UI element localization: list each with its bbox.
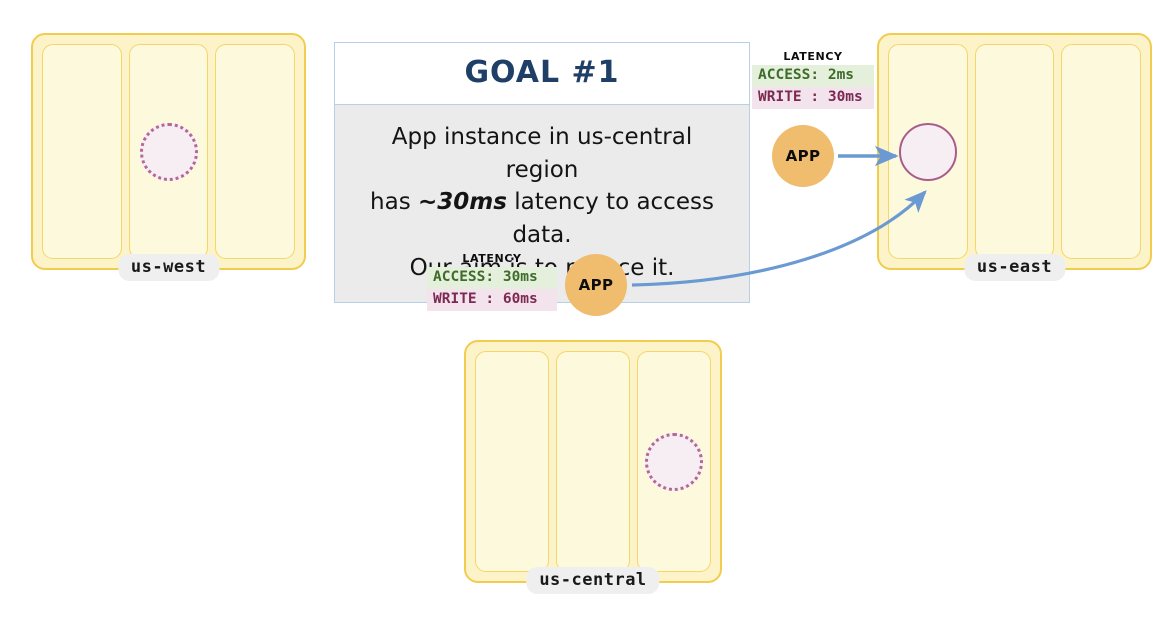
latency-title-us-central: LATENCY [462,252,522,265]
latency-access-us-central: ACCESS: 30ms [427,267,557,290]
zone-us-east-b [974,44,1055,259]
latency-box-us-central: LATENCY ACCESS: 30ms WRITE : 60ms [427,252,557,312]
data-replica-us-central [645,432,703,491]
goal-body-line-2: has ~30ms latency to access data. [353,186,731,251]
goal-body-line-2-post: latency to access data. [506,189,714,248]
goal-title: GOAL #1 [464,55,620,90]
zone-us-central-a [475,351,549,572]
latency-title-us-east: LATENCY [783,50,843,63]
data-replica-us-west [139,122,198,181]
region-label-us-west: us-west [117,254,220,281]
data-replica-us-east [898,122,957,181]
zone-us-central-c [637,351,711,572]
goal-body-line-1: App instance in us-central region [391,124,693,183]
zone-us-east-a [888,44,968,259]
goal-card: GOAL #1 App instance in us-central regio… [334,42,750,304]
region-label-us-east: us-east [963,254,1066,281]
region-us-west[interactable]: us-west [31,33,306,281]
zone-us-central-b [556,351,630,572]
latency-access-us-east: ACCESS: 2ms [752,65,874,88]
zone-us-west-a [42,44,122,259]
latency-write-us-east: WRITE : 30ms [752,87,874,110]
latency-box-us-east: LATENCY ACCESS: 2ms WRITE : 30ms [752,50,874,110]
zone-us-west-c [215,44,296,259]
app-node-us-central[interactable]: APP [565,254,627,316]
latency-write-us-central: WRITE : 60ms [427,289,557,312]
region-label-us-central: us-central [526,567,660,594]
goal-card-header: GOAL #1 [335,43,749,104]
region-us-central[interactable]: us-central [464,340,722,594]
region-us-east[interactable]: us-east [877,33,1152,281]
zone-us-west-b [128,44,209,259]
zone-us-east-c [1061,44,1142,259]
goal-body-line-2-pre: has [370,189,418,216]
app-node-us-east[interactable]: APP [772,125,834,187]
goal-body-latency-highlight: ~30ms [418,189,507,216]
